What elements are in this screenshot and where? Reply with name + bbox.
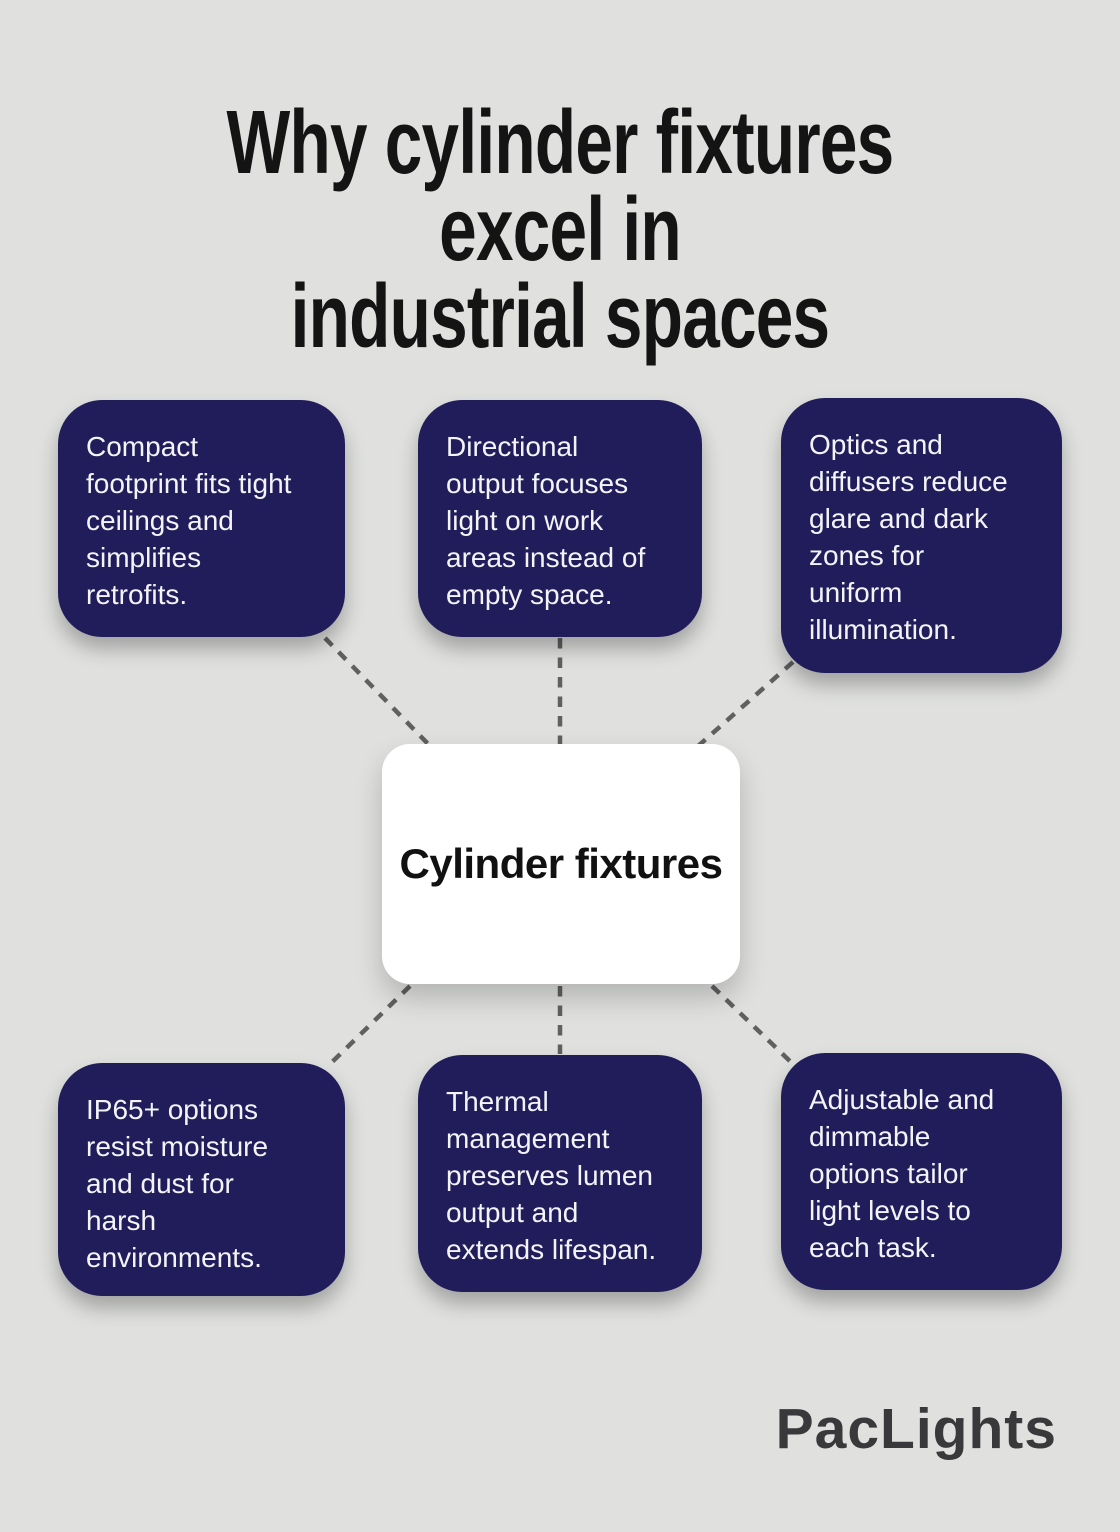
benefit-text-bottom-left: IP65+ options resist moisture and dust f… bbox=[86, 1094, 269, 1273]
benefit-text-top-right: Optics and diffusers reduce glare and da… bbox=[809, 429, 1008, 645]
benefit-node-top-left: Compact footprint fits tight ceilings an… bbox=[58, 400, 345, 637]
benefit-text-bottom-middle: Thermal management preserves lumen outpu… bbox=[446, 1086, 657, 1265]
benefit-text-top-middle: Directional output focuses light on work… bbox=[446, 431, 646, 610]
connector-top-right bbox=[695, 660, 795, 749]
benefit-text-top-left: Compact footprint fits tight ceilings an… bbox=[86, 431, 292, 610]
page-title: Why cylinder fixtures excel in industria… bbox=[226, 93, 895, 367]
benefit-text-bottom-right: Adjustable and dimmable options tailor l… bbox=[809, 1084, 995, 1263]
benefit-node-bottom-left: IP65+ options resist moisture and dust f… bbox=[58, 1063, 345, 1296]
benefit-node-bottom-right: Adjustable and dimmable options tailor l… bbox=[781, 1053, 1062, 1290]
connector-bottom-right bbox=[710, 984, 797, 1068]
connector-top-left bbox=[323, 636, 434, 750]
paclights-wordmark: PacLights bbox=[775, 1397, 1057, 1461]
center-node-label: Cylinder fixtures bbox=[399, 840, 723, 887]
benefit-node-bottom-middle: Thermal management preserves lumen outpu… bbox=[418, 1055, 702, 1292]
benefit-node-top-right: Optics and diffusers reduce glare and da… bbox=[781, 398, 1062, 673]
center-node: Cylinder fixtures bbox=[382, 744, 740, 984]
benefit-node-top-middle: Directional output focuses light on work… bbox=[418, 400, 702, 637]
connector-bottom-left bbox=[326, 984, 412, 1068]
